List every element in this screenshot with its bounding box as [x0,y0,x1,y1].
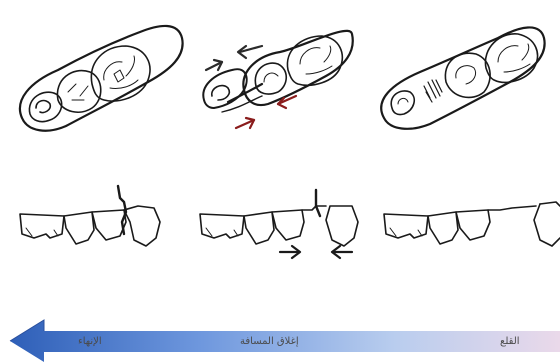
occlusal-sketch-closure [203,31,352,128]
occlusal-sketch-finished [20,26,183,131]
stage-label-extraction: القلع [500,333,520,351]
extraction-site-shading [424,80,442,102]
profile-sketch-extraction [384,202,560,246]
occlusal-sketch-extraction [381,27,544,128]
profile-sketch-finished [20,186,160,246]
profile-sketch-closure [200,190,358,258]
closing-force-arrows [280,246,352,258]
stage-label-finishing: الإنهاء [78,333,102,351]
stage-label-space-closure: إغلاق المسافة [240,333,299,351]
